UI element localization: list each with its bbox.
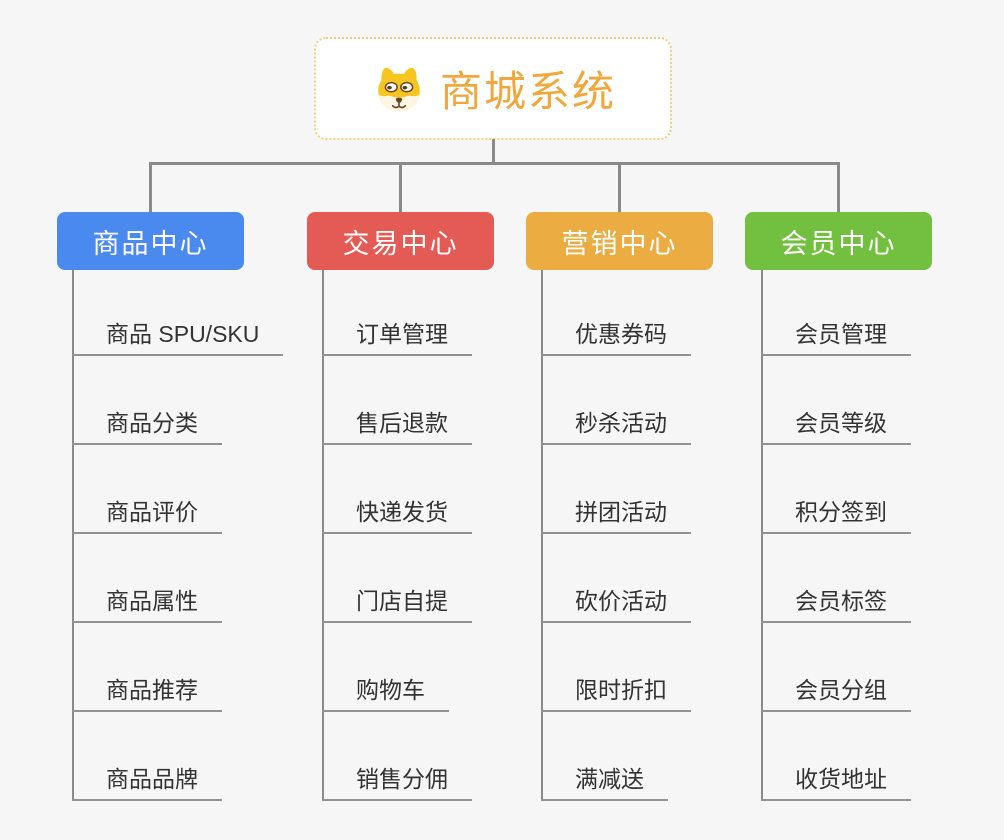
branch-node-trade-center[interactable]: 交易中心 bbox=[307, 212, 494, 270]
child-item[interactable]: 拼团活动 bbox=[541, 494, 691, 534]
child-item[interactable]: 商品分类 bbox=[72, 405, 222, 445]
child-item[interactable]: 售后退款 bbox=[322, 405, 472, 445]
child-item[interactable]: 限时折扣 bbox=[541, 672, 691, 712]
child-item[interactable]: 商品评价 bbox=[72, 494, 222, 534]
connector-root-stub bbox=[492, 139, 495, 164]
branch-node-product-center[interactable]: 商品中心 bbox=[57, 212, 244, 270]
child-item[interactable]: 秒杀活动 bbox=[541, 405, 691, 445]
connector-drop-product-center bbox=[149, 162, 152, 212]
connector-children-product-center bbox=[72, 270, 74, 801]
child-item[interactable]: 购物车 bbox=[322, 672, 449, 712]
child-item[interactable]: 门店自提 bbox=[322, 583, 472, 623]
child-item[interactable]: 订单管理 bbox=[322, 316, 472, 356]
child-item[interactable]: 满减送 bbox=[541, 761, 668, 801]
child-item[interactable]: 商品属性 bbox=[72, 583, 222, 623]
connector-children-member-center bbox=[761, 270, 763, 801]
connector-drop-marketing-center bbox=[618, 162, 621, 212]
branch-node-marketing-center[interactable]: 营销中心 bbox=[526, 212, 713, 270]
connector-bus bbox=[149, 162, 840, 165]
root-node[interactable]: 商城系统 bbox=[314, 37, 672, 140]
child-item[interactable]: 快递发货 bbox=[322, 494, 472, 534]
child-item[interactable]: 收货地址 bbox=[761, 761, 911, 801]
child-item[interactable]: 商品品牌 bbox=[72, 761, 222, 801]
child-item[interactable]: 会员等级 bbox=[761, 405, 911, 445]
branch-node-member-center[interactable]: 会员中心 bbox=[745, 212, 932, 270]
root-label: 商城系统 bbox=[439, 68, 616, 115]
connector-children-marketing-center bbox=[541, 270, 543, 801]
dog-icon bbox=[370, 60, 428, 118]
child-item[interactable]: 销售分佣 bbox=[322, 761, 472, 801]
child-item[interactable]: 积分签到 bbox=[761, 494, 911, 534]
child-item[interactable]: 会员管理 bbox=[761, 316, 911, 356]
connector-drop-member-center bbox=[837, 162, 840, 212]
child-item[interactable]: 商品推荐 bbox=[72, 672, 222, 712]
connector-drop-trade-center bbox=[399, 162, 402, 212]
child-item[interactable]: 商品 SPU/SKU bbox=[72, 316, 284, 356]
child-item[interactable]: 优惠券码 bbox=[541, 316, 691, 356]
child-item[interactable]: 砍价活动 bbox=[541, 583, 691, 623]
child-item[interactable]: 会员标签 bbox=[761, 583, 911, 623]
connector-children-trade-center bbox=[322, 270, 324, 801]
child-item[interactable]: 会员分组 bbox=[761, 672, 911, 712]
